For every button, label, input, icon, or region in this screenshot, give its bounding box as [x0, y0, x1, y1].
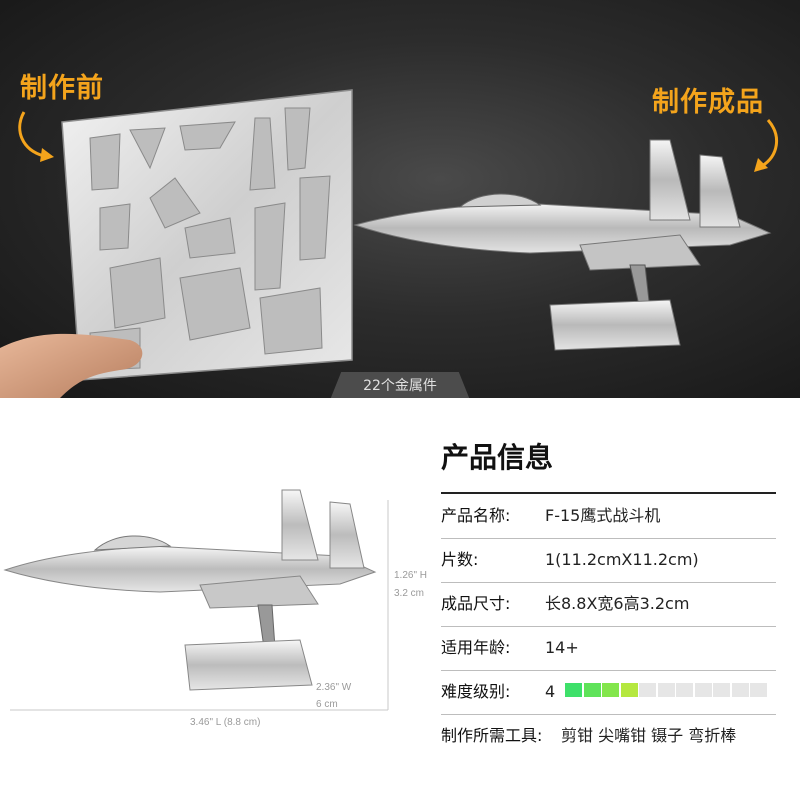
difficulty-segment: [602, 683, 619, 697]
dim-width-in: 2.36" W: [316, 682, 352, 693]
row-divider: [441, 714, 776, 715]
row-value: F-15鹰式战斗机: [545, 506, 661, 525]
before-arrow-icon: [18, 111, 54, 162]
title-divider: [441, 492, 776, 494]
row-label: 适用年龄:: [441, 638, 511, 657]
hero-panel: 制作前 制作成品: [0, 0, 800, 398]
row-label: 难度级别:: [441, 682, 511, 701]
row-label: 制作所需工具:: [441, 726, 543, 745]
after-label: 制作成品: [652, 87, 764, 118]
row-label: 产品名称:: [441, 506, 511, 525]
row-divider: [441, 582, 776, 583]
difficulty-segment: [565, 683, 582, 697]
row-divider: [441, 538, 776, 539]
difficulty-segment: [694, 683, 712, 697]
row-value: 长8.8X宽6高3.2cm: [545, 594, 690, 613]
info-row-pieces: 片数: 1(11.2cmX11.2cm): [441, 538, 781, 582]
row-value: 1(11.2cmX11.2cm): [545, 550, 699, 569]
info-row-tools: 制作所需工具: 剪钳 尖嘴钳 镊子 弯折棒: [441, 714, 781, 758]
difficulty-segment: [676, 683, 693, 697]
info-row-difficulty: 难度级别: 4: [441, 670, 561, 714]
dim-height-cm: 3.2 cm: [394, 588, 425, 599]
info-title: 产品信息: [441, 441, 554, 474]
row-value: 剪钳 尖嘴钳 镊子 弯折棒: [561, 726, 737, 745]
difficulty-segment: [583, 683, 601, 697]
difficulty-segment: [731, 683, 749, 697]
row-label: 成品尺寸:: [441, 594, 511, 613]
difficulty-segment: [639, 683, 656, 697]
assembled-jet-image: [353, 139, 772, 351]
dim-height-in: 1.26" H: [394, 570, 428, 581]
info-row-size: 成品尺寸: 长8.8X宽6高3.2cm: [441, 582, 781, 626]
info-row-age: 适用年龄: 14+: [441, 626, 781, 670]
difficulty-segment: [750, 683, 767, 697]
info-row-name: 产品名称: F-15鹰式战斗机: [441, 494, 781, 538]
row-label: 片数:: [441, 550, 479, 569]
row-divider: [441, 626, 776, 627]
difficulty-segment: [657, 683, 675, 697]
row-value: 4: [545, 682, 556, 701]
dim-length: 3.46" L (8.8 cm): [190, 717, 261, 728]
after-arrow-icon: [754, 119, 778, 172]
dimension-jet-image: [3, 489, 389, 711]
row-value: 14+: [545, 638, 579, 657]
difficulty-segment: [620, 683, 638, 697]
info-panel: [0, 398, 800, 800]
difficulty-segment: [713, 683, 730, 697]
before-label: 制作前: [20, 73, 104, 104]
dim-width-cm: 6 cm: [316, 699, 338, 710]
row-divider: [441, 670, 776, 671]
parts-count-badge: 22个金属件: [330, 372, 470, 398]
metal-sheet-image: [0, 89, 353, 398]
